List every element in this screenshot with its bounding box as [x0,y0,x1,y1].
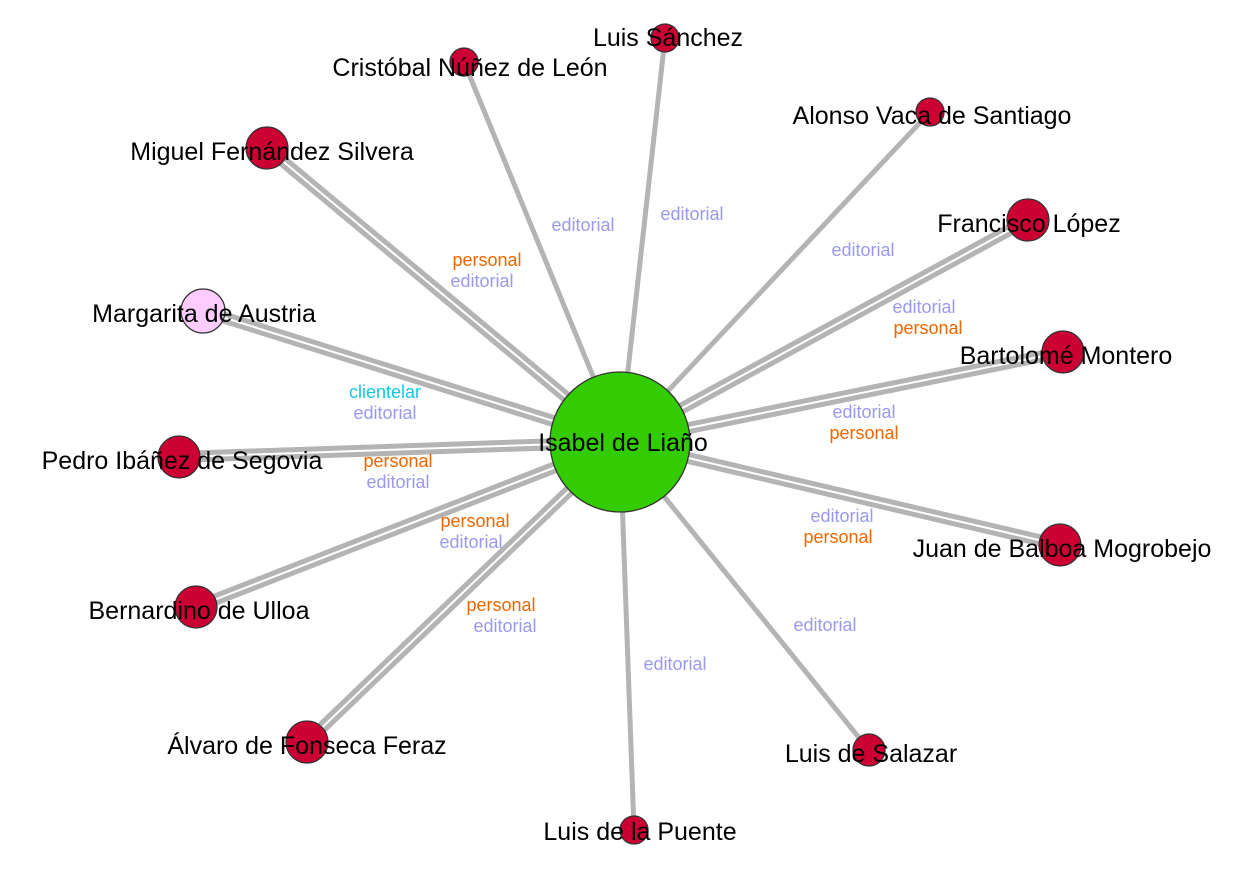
node-label-bernardino-de-ulloa: Bernardino de Ulloa [89,597,310,625]
node-label-bartolome-montero: Bartolomé Montero [960,342,1173,370]
labels-layer: editorial Luis Sánchez editorial Cristóbal … [42,24,1212,846]
edge-label-editorial: editorial [831,240,894,260]
node-label-francisco-lopez: Francisco López [937,210,1120,238]
edge-label-personal: personal [440,511,509,531]
node-alonso-vaca-de-santiago[interactable] [915,97,945,127]
edge-personal-francisco-lopez[interactable] [620,220,1031,448]
edge-label-editorial: editorial [353,403,416,423]
edge-label-editorial: editorial [551,215,614,235]
edge-label-personal: personal [893,318,962,338]
edge-editorial-juan-de-balboa-mogrobejo[interactable] [620,436,1062,545]
node-cristobal-nunez-de-leon[interactable] [449,47,479,77]
node-label-luis-de-la-puente: Luis de la Puente [543,818,736,846]
edge-label-editorial: editorial [450,271,513,291]
node-isabel-de-liano[interactable] [549,371,691,513]
edge-label-editorial: editorial [810,506,873,526]
edge-editorial-alvaro-de-fonseca-feraz[interactable] [302,437,620,742]
edge-label-personal: personal [829,423,898,443]
edge-editorial-pedro-ibanez-de-segovia[interactable] [178,436,620,457]
edge-personal-bartolome-montero[interactable] [620,352,1065,448]
edge-label-editorial: editorial [892,297,955,317]
edge-label-editorial: editorial [643,654,706,674]
node-label-alonso-vaca-de-santiago: Alonso Vaca de Santiago [793,102,1072,130]
edge-label-personal: personal [803,527,872,547]
node-label-center: Isabel de Liaño [538,429,708,457]
node-label-cristobal-nunez-de-leon: Cristóbal Núñez de León [332,54,607,82]
edge-clientelar-margarita-de-austria[interactable] [201,311,620,448]
edge-editorial-francisco-lopez[interactable] [617,214,1028,442]
edge-label-editorial: editorial [473,616,536,636]
node-juan-de-balboa-mogrobejo[interactable] [1038,523,1082,567]
edge-label-personal: personal [363,451,432,471]
node-label-pedro-ibanez-de-segovia: Pedro Ibáñez de Segovia [42,447,323,475]
edge-label-clientelar: clientelar [349,382,421,402]
node-luis-de-la-puente[interactable] [619,815,649,845]
node-bernardino-de-ulloa[interactable] [174,585,218,629]
node-miguel-fernandez-silvera[interactable] [245,126,289,170]
edge-personal-bernardino-de-ulloa[interactable] [196,442,623,613]
node-luis-de-salazar[interactable] [852,733,886,767]
node-margarita-de-austria[interactable] [180,288,226,334]
edge-label-personal: personal [452,250,521,270]
node-label-luis-de-salazar: Luis de Salazar [785,740,957,768]
node-label-luis-sanchez: Luis Sánchez [593,24,743,52]
node-pedro-ibanez-de-segovia[interactable] [157,435,201,479]
edge-label-personal: personal [466,595,535,615]
edge-label-editorial: editorial [660,204,723,224]
edge-editorial-margarita-de-austria[interactable] [203,305,622,442]
node-alvaro-de-fonseca-feraz[interactable] [285,720,329,764]
edge-label-editorial: editorial [366,472,429,492]
edge-editorial-bernardino-de-ulloa[interactable] [193,436,620,607]
edge-editorial-alonso-vaca-de-santiago[interactable] [618,110,932,444]
edge-label-editorial: editorial [793,615,856,635]
edge-personal-pedro-ibanez-de-segovia[interactable] [179,442,621,463]
node-luis-sanchez[interactable] [650,23,680,53]
edge-editorial-miguel-fernandez-silvera[interactable] [267,143,624,442]
nodes-layer [157,23,1085,845]
edge-label-editorial: editorial [832,402,895,422]
edge-personal-alvaro-de-fonseca-feraz[interactable] [307,442,625,747]
edge-editorial-bartolome-montero[interactable] [618,346,1063,442]
node-francisco-lopez[interactable] [1006,198,1050,242]
node-bartolome-montero[interactable] [1041,330,1085,374]
edge-personal-juan-de-balboa-mogrobejo[interactable] [618,442,1060,551]
node-label-juan-de-balboa-mogrobejo: Juan de Balboa Mogrobejo [913,535,1212,563]
edges-layer [178,37,1065,831]
edge-personal-miguel-fernandez-silvera[interactable] [263,148,620,447]
node-label-miguel-fernandez-silvera: Miguel Fernández Silvera [130,138,414,166]
node-label-alvaro-de-fonseca-feraz: Álvaro de Fonseca Feraz [167,731,446,760]
node-label-margarita-de-austria: Margarita de Austria [92,300,316,328]
edge-label-editorial: editorial [439,532,502,552]
